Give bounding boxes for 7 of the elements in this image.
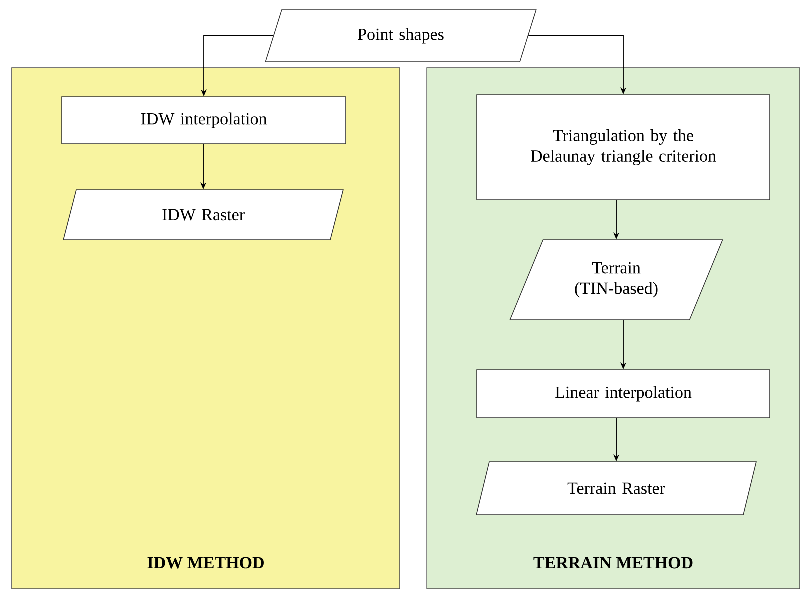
- process-box: IDW interpolation: [62, 96, 346, 144]
- process-box: Triangulation by the Delaunay triangle criterion: [476, 94, 770, 200]
- data-parallelogram: Terrain (TIN-based): [510, 240, 724, 320]
- data-parallelogram: IDW Raster: [63, 190, 344, 240]
- data-parallelogram: Point shapes: [265, 10, 537, 62]
- process-box: Linear interpolation: [476, 370, 770, 418]
- data-parallelogram: Terrain Raster: [476, 462, 757, 516]
